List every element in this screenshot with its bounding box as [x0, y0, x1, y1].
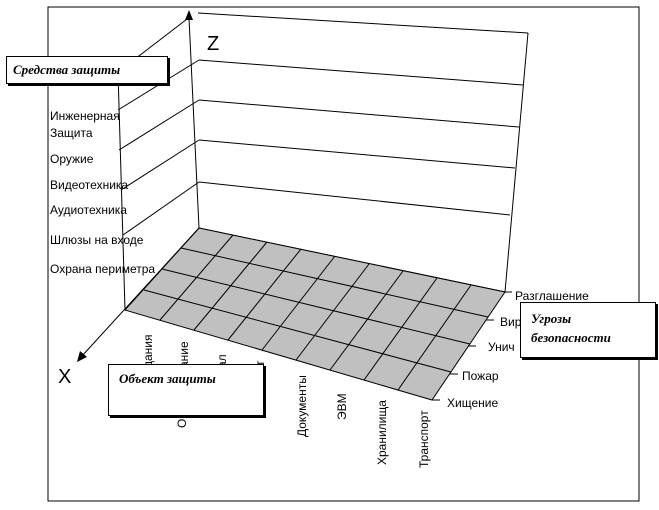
objects-callout-text: Объект защиты — [119, 371, 216, 386]
means-label: Аудиотехника — [50, 203, 127, 217]
threat-label: Пожар — [462, 369, 499, 383]
means-callout: Средства защиты — [6, 56, 168, 84]
threat-label: Разглашение — [515, 289, 589, 303]
floor-grid — [143, 234, 489, 391]
means-label: Инженерная — [50, 109, 120, 123]
means-label: Оружие — [50, 152, 94, 166]
threat-ticks — [432, 291, 512, 401]
threat-label: Вир — [500, 315, 522, 329]
means-label: Охрана периметра — [50, 262, 155, 276]
threats-callout: Угрозы безопасности — [520, 302, 656, 358]
means-callout-text: Средства защиты — [13, 62, 121, 77]
object-label: Транспорт — [417, 410, 431, 468]
object-label: дания — [141, 334, 155, 368]
means-label: Защита — [50, 126, 93, 140]
z-axis-letter: Z — [207, 33, 219, 55]
object-label: ание — [177, 341, 191, 368]
means-label: Видеотехника — [50, 178, 128, 192]
threat-label: Унич — [488, 340, 515, 354]
means-label: Шлюзы на входе — [50, 233, 144, 247]
threat-labels: Разглашение Вир Унич Пожар Хищение — [447, 289, 589, 410]
objects-callout: Объект защиты — [108, 364, 264, 416]
x-axis-arrow — [77, 227, 200, 362]
x-axis-letter: X — [58, 366, 71, 388]
object-label: ЭВМ — [335, 393, 349, 420]
threats-callout-text: Угрозы безопасности — [531, 311, 611, 345]
object-label: Хранилища — [375, 400, 389, 465]
z-axis-arrow — [185, 10, 200, 229]
means-labels: Инженерная Защита Оружие Видеотехника Ау… — [50, 109, 155, 276]
outer-border — [47, 6, 640, 502]
threat-label: Хищение — [447, 396, 498, 410]
object-label: Документы — [295, 375, 309, 437]
